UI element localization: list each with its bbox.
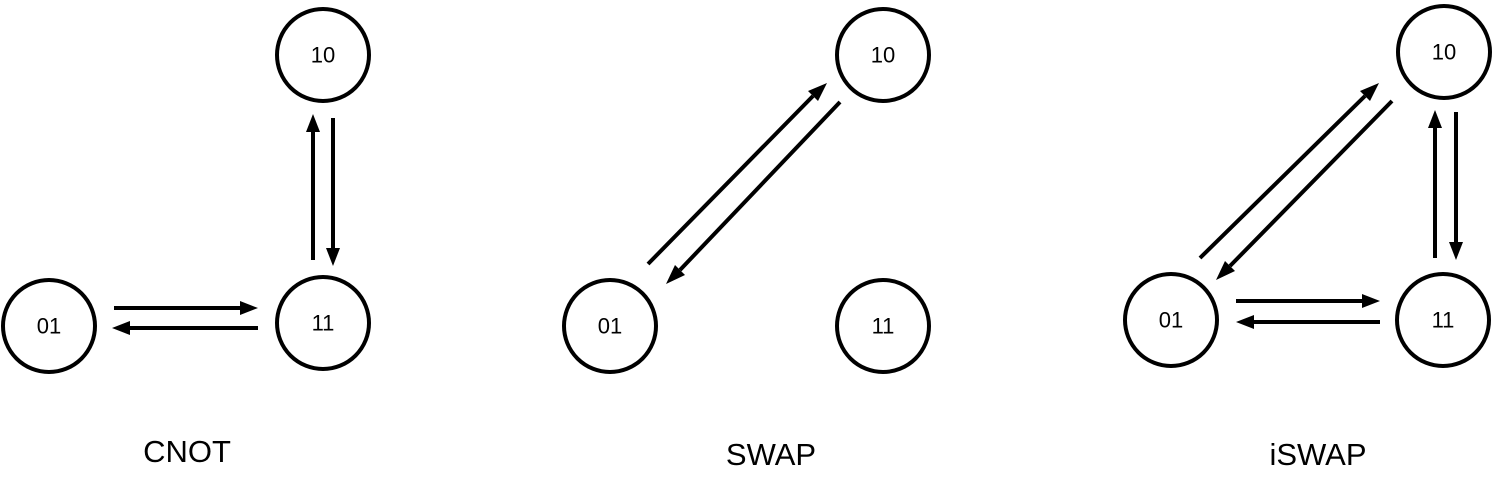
panel-iswap: 10 01 11 iSWAP [1123, 4, 1492, 472]
node-swap-11: 11 [835, 278, 931, 374]
iswap-edges [1198, 83, 1463, 329]
cnot-edges [112, 114, 340, 335]
node-label: 01 [37, 314, 61, 339]
node-label: 01 [598, 314, 622, 339]
node-iswap-01: 01 [1123, 272, 1219, 368]
edge-swap-01-to-10 [646, 83, 827, 266]
edge-iswap-01-to-10 [1198, 83, 1379, 260]
panel-caption-swap: SWAP [726, 437, 816, 472]
edge-iswap-10-to-01 [1216, 99, 1394, 280]
edge-iswap-01-to-11 [1236, 294, 1380, 308]
node-cnot-10: 10 [275, 7, 371, 103]
swap-edges [646, 83, 842, 284]
node-label: 11 [872, 314, 895, 339]
edge-iswap-10-to-11 [1449, 112, 1463, 260]
node-swap-01: 01 [562, 278, 658, 374]
edge-cnot-11-to-10 [306, 114, 320, 260]
node-cnot-11: 11 [275, 275, 371, 371]
panel-swap: 10 01 11 SWAP [562, 7, 931, 472]
node-cnot-01: 01 [1, 278, 97, 374]
node-label: 11 [312, 311, 335, 336]
node-label: 11 [1432, 308, 1455, 333]
node-iswap-10: 10 [1396, 4, 1492, 100]
node-label: 10 [1432, 40, 1456, 65]
panel-caption-iswap: iSWAP [1269, 437, 1366, 472]
edge-cnot-01-to-11 [114, 301, 258, 315]
edge-cnot-10-to-11 [326, 118, 340, 266]
node-label: 10 [311, 43, 335, 68]
panel-caption-cnot: CNOT [143, 434, 231, 469]
node-label: 10 [871, 43, 895, 68]
node-iswap-11: 11 [1395, 272, 1491, 368]
edge-iswap-11-to-01 [1236, 315, 1380, 329]
edge-swap-10-to-01 [666, 100, 842, 284]
node-swap-10: 10 [835, 7, 931, 103]
panel-cnot: 10 01 11 CNOT [1, 7, 371, 469]
node-label: 01 [1159, 308, 1183, 333]
edge-iswap-11-to-10 [1428, 110, 1442, 258]
edge-cnot-11-to-01 [112, 321, 258, 335]
